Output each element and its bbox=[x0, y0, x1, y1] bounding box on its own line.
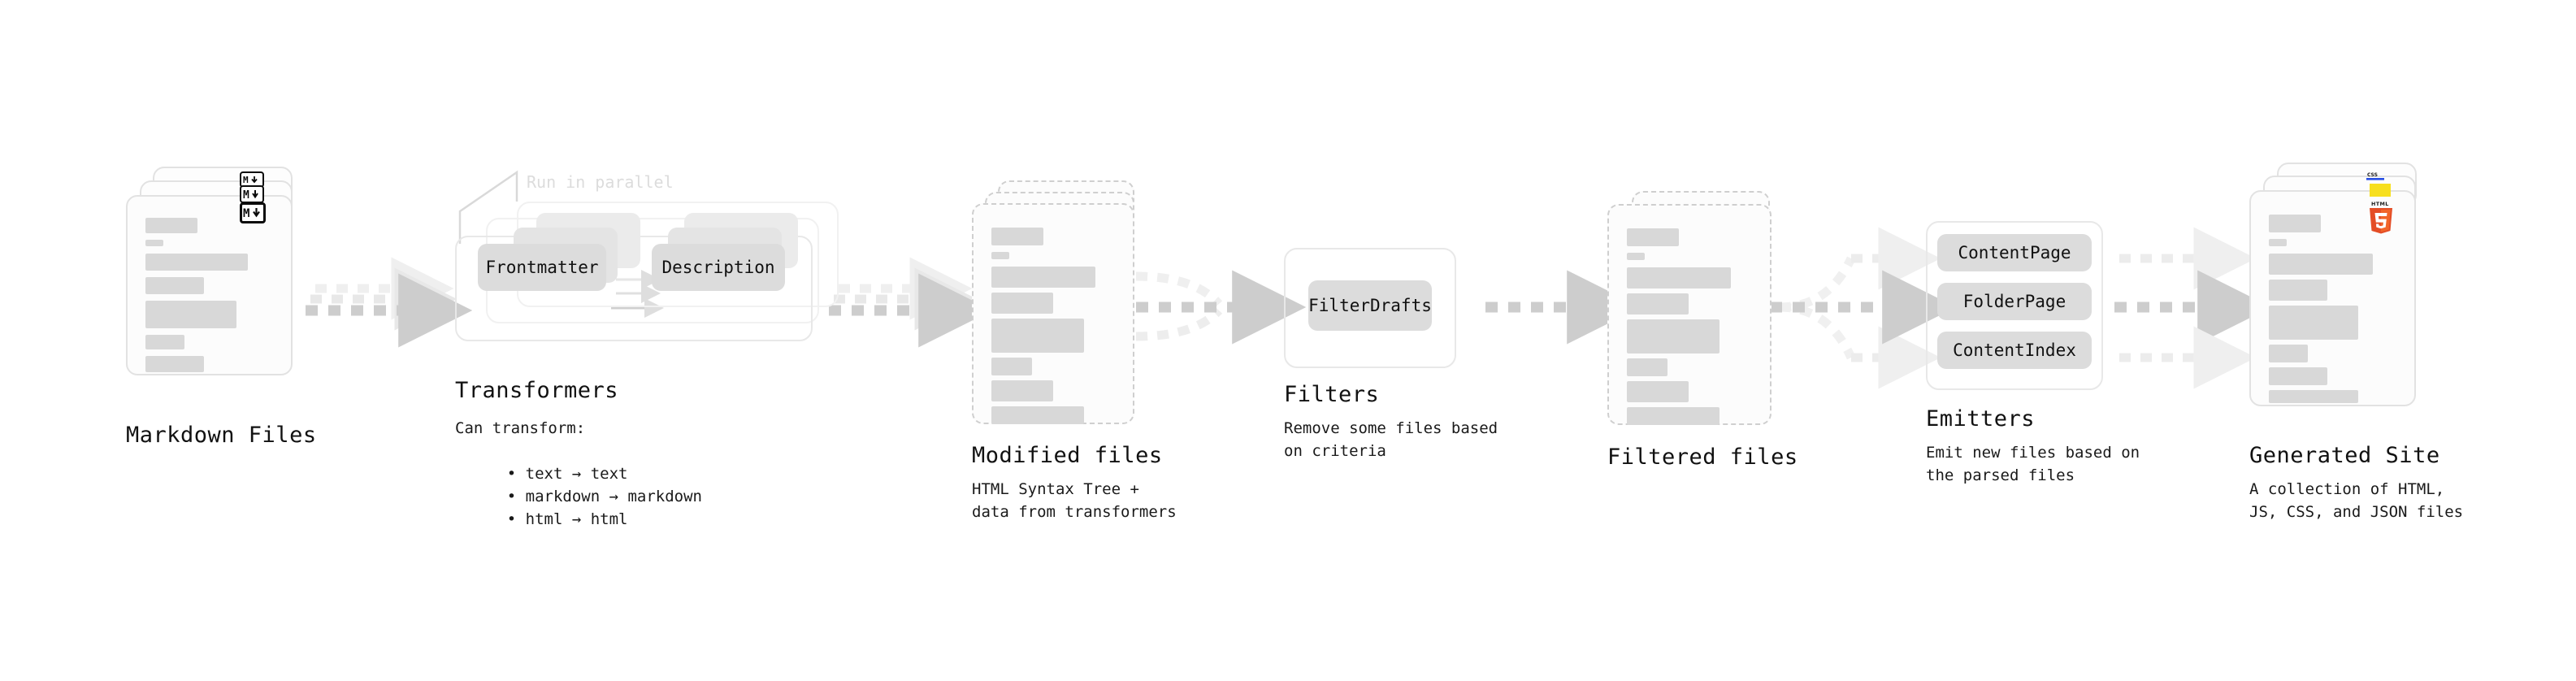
skeleton-line bbox=[2269, 215, 2321, 232]
svg-text:CSS: CSS bbox=[2367, 172, 2378, 178]
skeleton-line bbox=[2269, 390, 2358, 403]
emitter-pill-contentpage[interactable]: ContentPage bbox=[1937, 234, 2092, 271]
stage-title-modified-files: Modified files bbox=[972, 443, 1163, 468]
skeleton-line bbox=[1627, 319, 1720, 354]
modified-card-front bbox=[972, 203, 1134, 424]
arrow-markdown-to-transformers bbox=[306, 257, 473, 348]
skeleton-line bbox=[2269, 280, 2327, 301]
emitter-pill-contentindex[interactable]: ContentIndex bbox=[1937, 332, 2092, 369]
bullet-dot: • bbox=[506, 465, 526, 483]
skeleton-line bbox=[145, 254, 248, 271]
bullet-text: text → text bbox=[525, 465, 628, 483]
emitters-subtitle: Emit new files based on the parsed files bbox=[1926, 444, 2140, 484]
transformer-pill-frontmatter[interactable]: Frontmatter bbox=[478, 244, 606, 291]
skeleton-line bbox=[2269, 254, 2373, 275]
transformers-bullet-2: • markdown → markdown bbox=[470, 462, 702, 531]
run-in-parallel-label: Run in parallel bbox=[527, 172, 674, 192]
svg-text:HTML: HTML bbox=[2371, 201, 2389, 207]
skeleton-line bbox=[145, 356, 204, 372]
generated-site-subtitle: A collection of HTML, JS, CSS, and JSON … bbox=[2249, 480, 2464, 521]
transformers-bullet-1: • text → text bbox=[470, 440, 628, 508]
skeleton-line bbox=[1627, 267, 1731, 288]
filters-box bbox=[1284, 248, 1456, 368]
svg-text:M: M bbox=[243, 175, 249, 184]
svg-text:M: M bbox=[243, 189, 249, 200]
markdown-card-front bbox=[126, 195, 293, 375]
stage-title-generated-site: Generated Site bbox=[2249, 443, 2440, 468]
arrow-emitters-to-site bbox=[2114, 227, 2272, 389]
skeleton-line bbox=[991, 380, 1053, 401]
filter-pill-filterdrafts[interactable]: FilterDrafts bbox=[1308, 280, 1432, 331]
skeleton-line bbox=[1627, 407, 1720, 425]
arrow-modified-to-filters bbox=[1135, 270, 1307, 345]
skeleton-line bbox=[2269, 239, 2287, 246]
skeleton-line bbox=[991, 319, 1084, 353]
skeleton-line bbox=[991, 406, 1084, 424]
stage-title-filtered-files: Filtered files bbox=[1607, 445, 1798, 470]
bullet-dot: • bbox=[506, 510, 526, 528]
filtered-card-front bbox=[1607, 204, 1772, 425]
html5-icon: HTML bbox=[2365, 198, 2397, 237]
skeleton-line bbox=[991, 252, 1009, 259]
skeleton-line bbox=[991, 267, 1095, 288]
skeleton-line bbox=[2269, 306, 2358, 340]
skeleton-line bbox=[991, 358, 1032, 375]
stage-title-transformers: Transformers bbox=[455, 378, 619, 403]
css3-icon: CSS bbox=[2366, 169, 2387, 184]
js-icon bbox=[2370, 184, 2391, 197]
emitter-pill-folderpage[interactable]: FolderPage bbox=[1937, 283, 2092, 320]
skeleton-line bbox=[1627, 253, 1645, 260]
bullet-text: markdown → markdown bbox=[525, 488, 702, 505]
skeleton-line bbox=[991, 293, 1053, 314]
transformers-bullet-3: • html → html bbox=[470, 485, 628, 553]
arrow-transformers-to-modified bbox=[829, 257, 993, 348]
markdown-icon: M bbox=[240, 185, 264, 203]
skeleton-line bbox=[2269, 345, 2308, 362]
filters-subtitle: Remove some files based on criteria bbox=[1284, 419, 1498, 460]
skeleton-line bbox=[991, 228, 1043, 245]
transformer-pill-description[interactable]: Description bbox=[652, 244, 785, 291]
stage-title-markdown-files: Markdown Files bbox=[126, 423, 317, 448]
skeleton-line bbox=[145, 301, 236, 328]
transformers-subtitle: Can transform: bbox=[455, 419, 586, 437]
skeleton-line bbox=[1627, 381, 1689, 402]
bullet-dot: • bbox=[506, 488, 526, 505]
modified-files-subtitle: HTML Syntax Tree + data from transformer… bbox=[972, 480, 1177, 521]
skeleton-line bbox=[1627, 358, 1667, 376]
arrow-filtered-to-emitters bbox=[1770, 227, 1957, 389]
stage-title-filters: Filters bbox=[1284, 382, 1380, 407]
svg-text:M: M bbox=[243, 207, 249, 219]
skeleton-line bbox=[145, 277, 204, 294]
skeleton-line bbox=[2269, 367, 2327, 385]
skeleton-line bbox=[145, 240, 163, 246]
stage-title-emitters: Emitters bbox=[1926, 406, 2036, 432]
bullet-text: html → html bbox=[525, 510, 628, 528]
skeleton-line bbox=[145, 335, 184, 349]
emitters-box bbox=[1926, 221, 2103, 390]
skeleton-line bbox=[145, 218, 197, 233]
skeleton-line bbox=[1627, 293, 1689, 314]
markdown-icon: M bbox=[240, 202, 266, 223]
skeleton-line bbox=[1627, 228, 1679, 246]
